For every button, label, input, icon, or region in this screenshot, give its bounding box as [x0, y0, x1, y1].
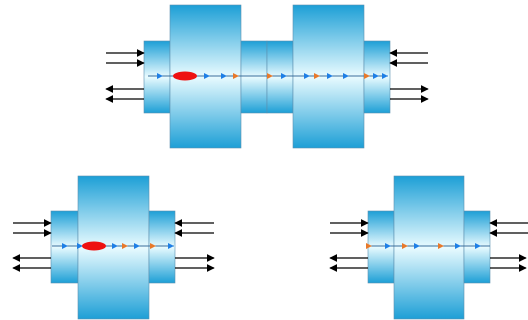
particle-blue — [414, 243, 420, 249]
particle-blue — [168, 243, 174, 249]
beam-pipe-section — [367, 210, 395, 284]
particle-blue — [204, 73, 210, 79]
particle-blue — [475, 243, 481, 249]
particle-blue — [327, 73, 333, 79]
particle-blue — [157, 73, 163, 79]
assembly-single-cell-no-bunch — [329, 175, 528, 320]
particle-blue — [77, 243, 83, 249]
assembly-two-cell-cavity — [105, 4, 429, 149]
beam-pipe-section — [266, 40, 294, 114]
particle-blue — [221, 73, 227, 79]
cavity-cell — [393, 175, 465, 320]
beam-pipe-section — [240, 40, 268, 114]
bunch — [173, 71, 197, 81]
particle-blue — [373, 73, 379, 79]
particle-orange — [366, 243, 372, 249]
particle-orange — [438, 243, 444, 249]
particle-orange — [150, 243, 156, 249]
bunch — [82, 241, 106, 251]
particle-blue — [385, 243, 391, 249]
particle-orange — [122, 243, 128, 249]
particle-blue — [281, 73, 287, 79]
particle-blue — [455, 243, 461, 249]
particle-orange — [314, 73, 320, 79]
particle-blue — [112, 243, 118, 249]
particle-blue — [62, 243, 68, 249]
particle-orange — [364, 73, 370, 79]
particle-orange — [402, 243, 408, 249]
particle-blue — [343, 73, 349, 79]
particle-orange — [267, 73, 273, 79]
particle-blue — [134, 243, 140, 249]
particle-blue — [382, 73, 388, 79]
particle-blue — [304, 73, 310, 79]
assembly-single-cell-with-bunch — [12, 175, 215, 320]
particle-orange — [233, 73, 239, 79]
